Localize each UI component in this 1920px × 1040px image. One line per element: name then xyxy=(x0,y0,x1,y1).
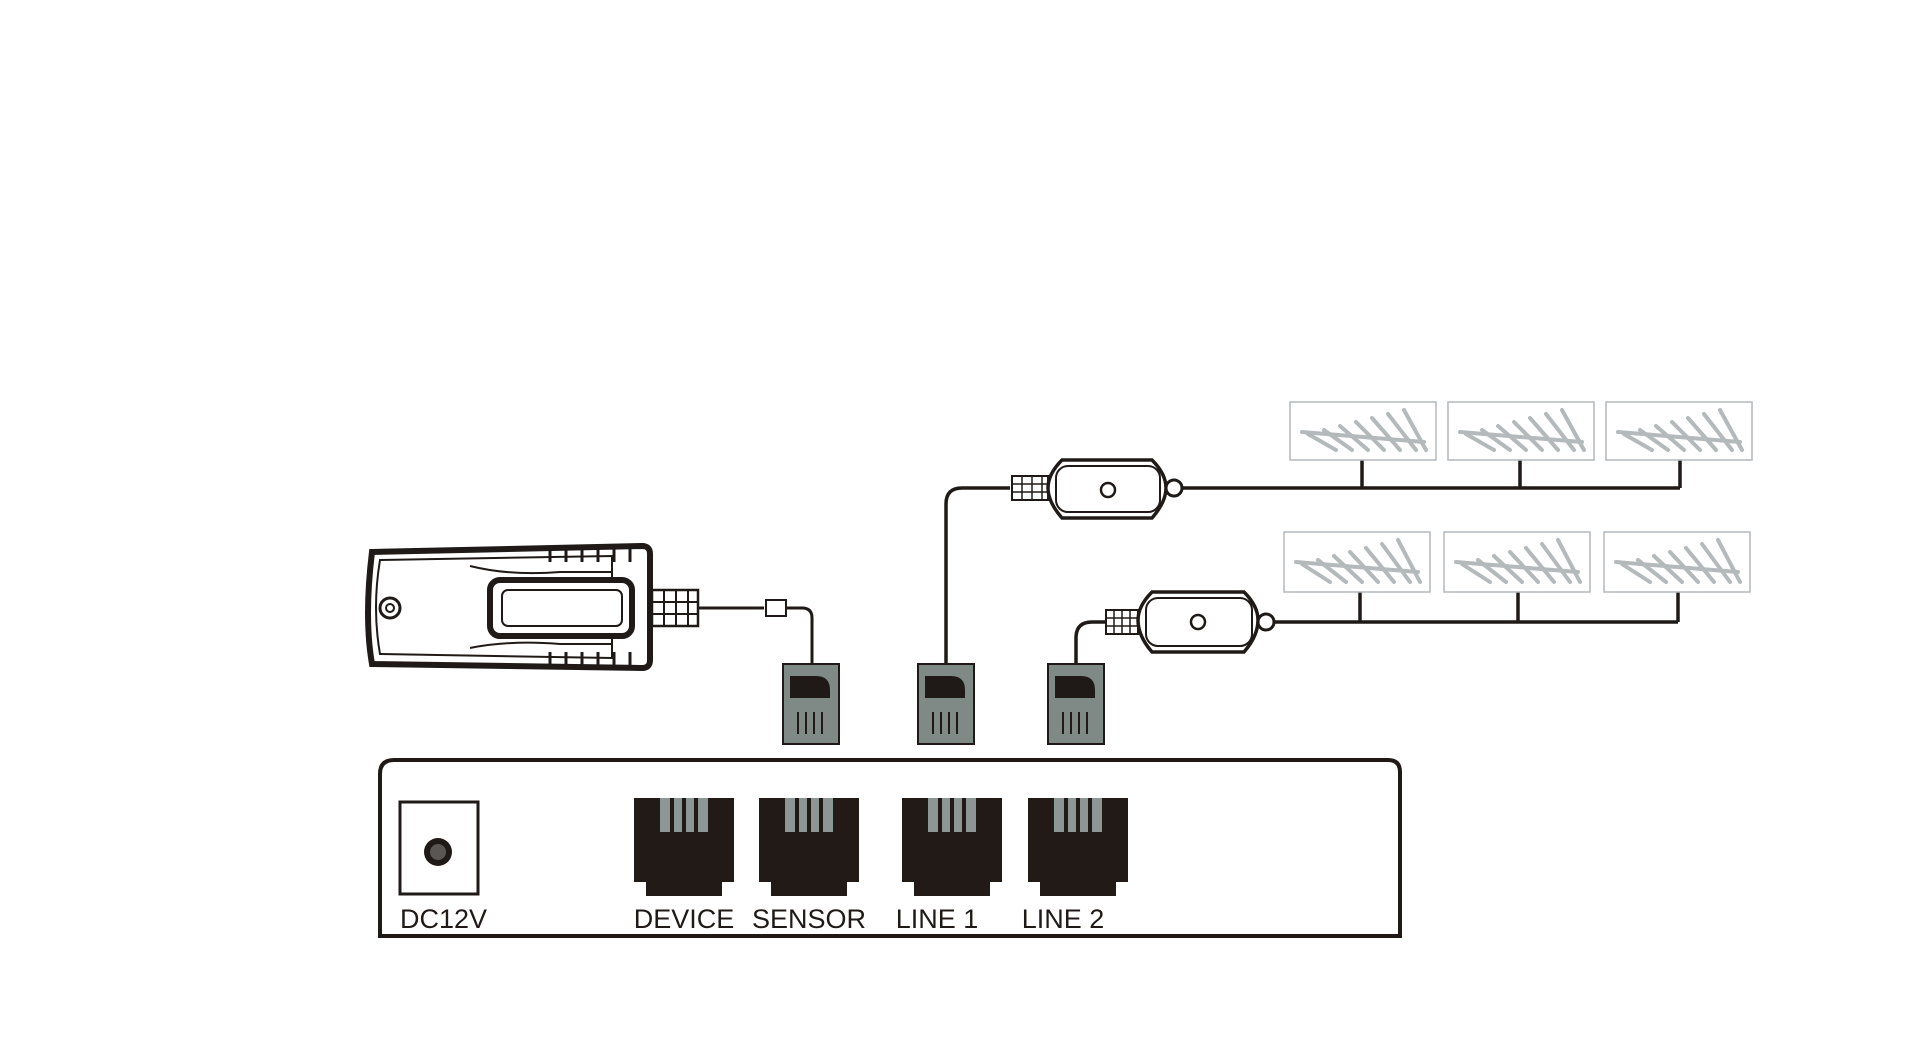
grow-light-fixture xyxy=(1289,401,1437,461)
rj-plugs xyxy=(782,663,1105,745)
device-label: DEVICE xyxy=(634,904,735,934)
grow-light-fixture xyxy=(1443,531,1591,593)
dc12v-port[interactable] xyxy=(398,800,480,896)
grow-light-fixture xyxy=(1603,531,1751,593)
controller-box: DC12V DEVICE SENSOR LINE 1 LINE 2 xyxy=(378,758,1402,938)
grow-light-fixture xyxy=(1283,531,1431,593)
line2-cable xyxy=(1074,592,1680,664)
device-port[interactable] xyxy=(634,798,734,896)
line2-junction-box xyxy=(1105,590,1276,654)
line2-port[interactable] xyxy=(1028,798,1128,896)
line2-label: LINE 2 xyxy=(1022,904,1105,934)
rj-plug-line2 xyxy=(1047,663,1105,745)
line1-port[interactable] xyxy=(902,798,1002,896)
line1-cable xyxy=(944,458,1682,664)
line1-fixtures xyxy=(1289,401,1753,461)
grow-light-fixture xyxy=(1447,401,1595,461)
grow-light-fixture xyxy=(1605,401,1753,461)
sensor-probe xyxy=(365,542,814,672)
rj-plug-line1 xyxy=(917,663,975,745)
line1-label: LINE 1 xyxy=(896,904,979,934)
sensor-port[interactable] xyxy=(759,798,859,896)
line2-fixtures xyxy=(1283,531,1751,593)
sensor-label: SENSOR xyxy=(752,904,866,934)
dc12v-label: DC12V xyxy=(400,904,487,934)
line1-junction-box xyxy=(1011,458,1184,520)
rj-plug-sensor xyxy=(782,663,840,745)
